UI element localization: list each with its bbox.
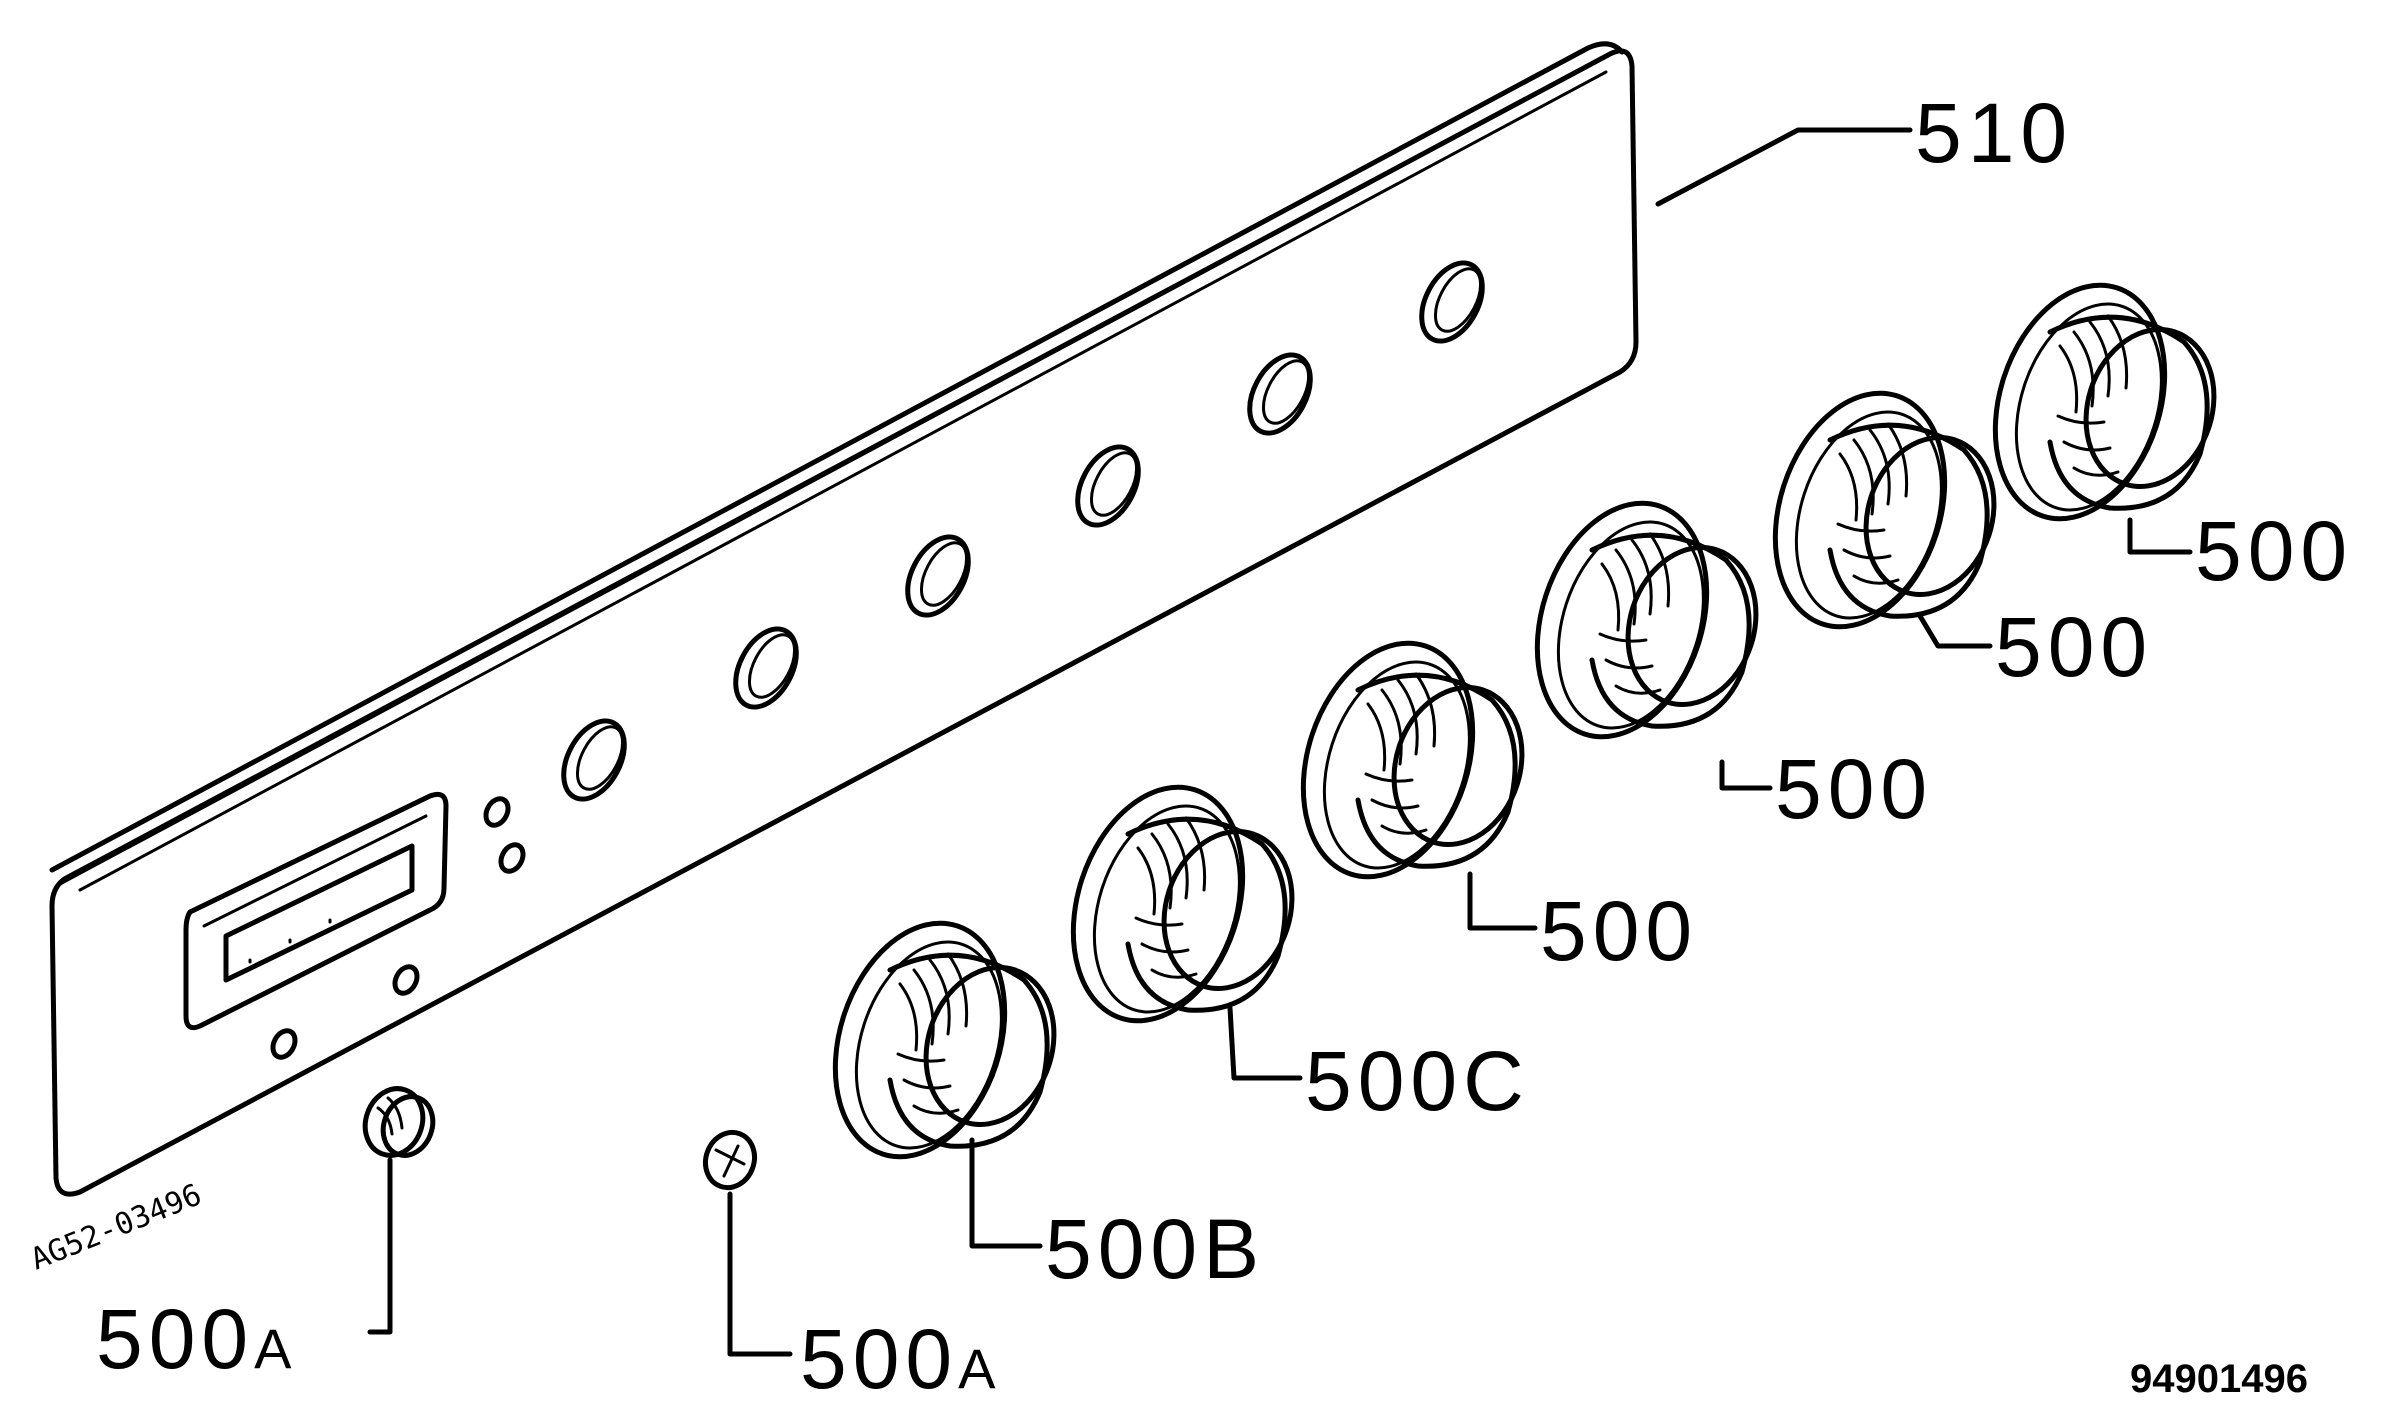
knob-500-2 xyxy=(1747,371,2014,649)
drawing-number: 94901496 xyxy=(2130,1357,2308,1401)
label-500b: 500B xyxy=(1045,1202,1265,1296)
label-500a-2: 500A xyxy=(800,1312,996,1406)
knob-500-3 xyxy=(1509,481,1776,791)
label-510: 510 xyxy=(1915,86,2073,180)
label-500c: 500C xyxy=(1305,1034,1530,1128)
leader-500-3 xyxy=(1719,759,1773,791)
leader-500a-1 xyxy=(367,1157,393,1335)
leader-500a-2 xyxy=(727,1191,793,1357)
leader-500-4 xyxy=(1467,871,1538,931)
leader-500b xyxy=(969,1137,1043,1249)
handwritten-code: AG52-03496 xyxy=(26,1177,207,1277)
label-500a-1: 500A xyxy=(96,1292,292,1386)
indicator-hole xyxy=(392,964,420,996)
display-window xyxy=(183,791,449,1031)
label-500-2: 500 xyxy=(1995,600,2153,694)
leader-500c xyxy=(1227,1005,1303,1081)
indicator-hole xyxy=(483,796,511,828)
knob-500-1 xyxy=(1967,263,2234,555)
indicator-hole xyxy=(270,1028,298,1060)
leader-510 xyxy=(1655,127,1913,207)
indicator-hole xyxy=(498,842,526,874)
knob-holes xyxy=(561,260,1485,802)
knob-500-4 xyxy=(1275,621,1542,931)
small-knob-500a-1 xyxy=(356,1080,441,1335)
label-500-4: 500 xyxy=(1540,884,1698,978)
small-knob-500a-2 xyxy=(702,1129,793,1357)
control-panel xyxy=(49,41,1913,1197)
label-500-3: 500 xyxy=(1775,742,1933,836)
knob-500b xyxy=(807,901,1074,1249)
leader-500-2 xyxy=(1917,613,1993,649)
knob-500c xyxy=(1045,765,1312,1081)
leader-500-1 xyxy=(2127,517,2193,555)
label-500-1: 500 xyxy=(2195,504,2353,598)
